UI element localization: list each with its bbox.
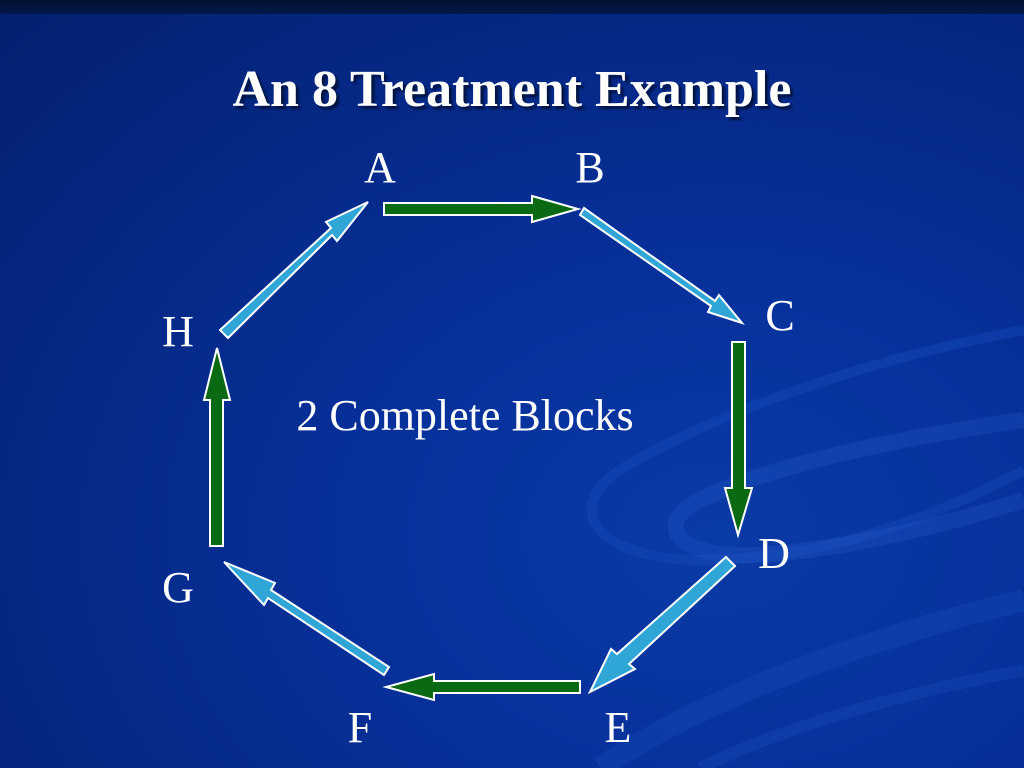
arrow-f-to-g — [223, 561, 391, 677]
node-d: D — [758, 529, 790, 578]
node-a: A — [364, 143, 396, 192]
arrow-g-to-h — [202, 347, 232, 547]
node-g: G — [162, 563, 194, 612]
node-c: C — [765, 291, 795, 340]
top-band — [0, 0, 1024, 14]
node-b: B — [575, 143, 605, 192]
arrow-h-to-a — [218, 201, 369, 340]
arrow-c-to-d — [723, 341, 754, 539]
arrow-e-to-f — [382, 672, 581, 702]
node-f: F — [347, 703, 373, 752]
center-label: 2 Complete Blocks — [296, 391, 634, 440]
slide-title: An 8 Treatment Example — [232, 61, 792, 118]
node-h: H — [162, 307, 194, 356]
node-e: E — [604, 703, 632, 752]
arrow-d-to-e — [587, 555, 737, 695]
arrow-b-to-c — [578, 206, 745, 326]
arrow-a-to-b — [383, 194, 582, 224]
